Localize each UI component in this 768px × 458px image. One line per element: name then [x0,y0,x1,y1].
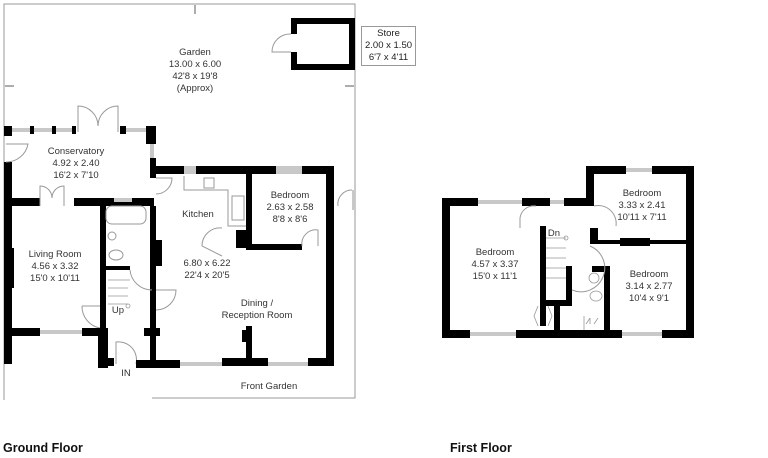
entrance-label: IN [121,368,131,379]
ground-floor-title: Ground Floor [3,441,83,455]
first-bedroom-1-label: Bedroom 4.57 x 3.37 15'0 x 11'1 [471,247,519,282]
living-room-label: Living Room 4.56 x 3.32 15'0 x 10'11 [28,249,82,284]
garden-label: Garden 13.00 x 6.00 42'8 x 19'8 (Approx) [168,47,222,94]
store-building [271,18,355,70]
first-bedroom-3-label: Bedroom 3.14 x 2.77 10'4 x 9'1 [625,269,673,304]
store-label: Store 2.00 x 1.50 6'7 x 4'11 [361,26,417,66]
conservatory-walls [4,105,184,198]
first-bedroom-2-label: Bedroom 3.33 x 2.41 10'11 x 7'11 [617,188,667,223]
ground-bedroom-label: Bedroom 2.63 x 2.58 8'8 x 8'6 [266,190,314,225]
stairs-down-label: Dn [547,228,561,239]
kitchen-dining-dimensions: 6.80 x 6.22 22'4 x 20'5 [183,258,231,281]
front-garden-label: Front Garden [240,381,298,392]
first-floor-walls [442,166,694,338]
dimension-arrows [5,5,354,87]
stairs-up-label: Up [111,305,125,316]
house-walls [4,166,355,368]
kitchen-label: Kitchen [182,209,214,220]
first-floor-title: First Floor [450,441,512,455]
dining-room-label: Dining / Reception Room [221,298,293,321]
conservatory-label: Conservatory 4.92 x 2.40 16'2 x 7'10 [47,146,105,181]
